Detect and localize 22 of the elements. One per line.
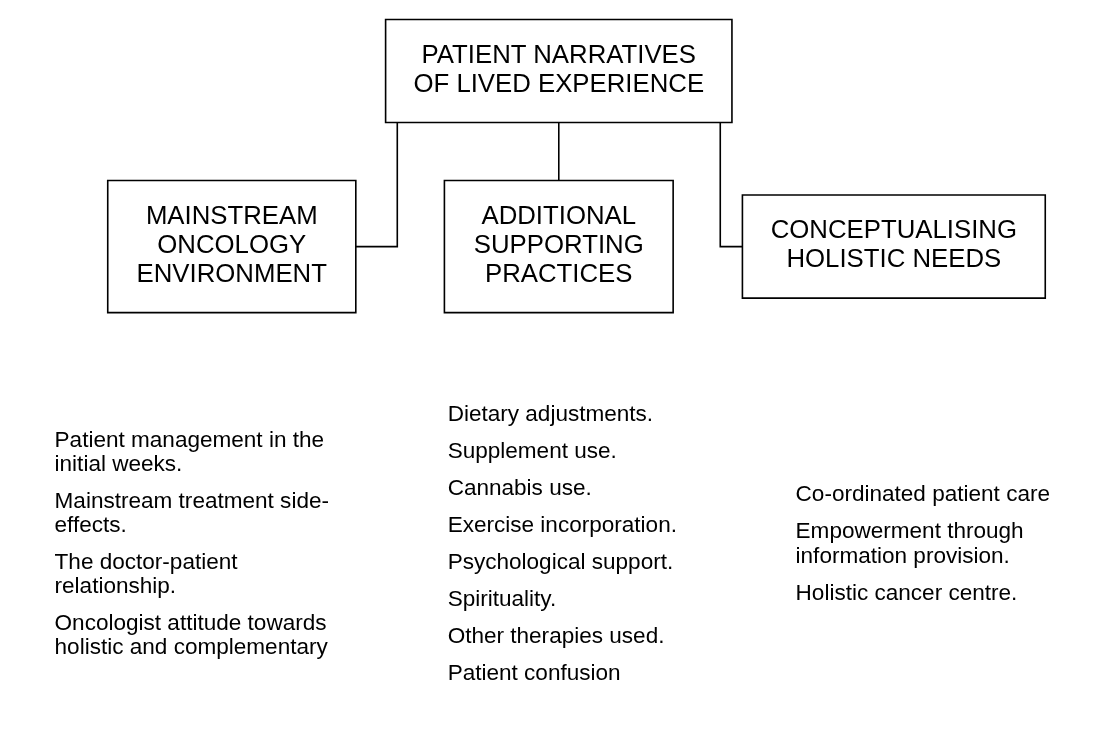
node-box: PATIENT NARRATIVES OF LIVED EXPERIENCE [384, 18, 733, 124]
node-label: Dietary adjustments. [447, 400, 654, 426]
node-box: ADDITIONAL SUPPORTING PRACTICES [443, 179, 674, 314]
connector [719, 121, 744, 248]
connector [355, 121, 399, 248]
node-label: The doctor-patient relationship. [54, 549, 238, 599]
node-box: MAINSTREAM ONCOLOGY ENVIRONMENT [106, 179, 357, 314]
node-label: Psychological support. [447, 549, 674, 575]
node-label: Cannabis use. [447, 474, 592, 500]
node-label: Holistic cancer centre. [795, 579, 1018, 605]
node-label: Other therapies used. [447, 623, 665, 649]
node-label: Empowerment through information provision. [795, 518, 1024, 568]
node-label: Spirituality. [447, 586, 557, 612]
connector [557, 121, 560, 181]
node-label: Oncologist attitude towards holistic and complementary [54, 610, 328, 660]
node-label: Mainstream treatment side-effects. [54, 487, 329, 538]
node-label: Patient confusion [447, 660, 621, 686]
node-label: Supplement use. [447, 437, 617, 463]
node-box: CONCEPTUALISING HOLISTIC NEEDS [741, 194, 1047, 299]
node-label: Exercise incorporation. [447, 512, 677, 538]
node-label: Co-ordinated patient care [795, 481, 1051, 507]
node-label: Patient management in the initial weeks. [54, 426, 325, 476]
